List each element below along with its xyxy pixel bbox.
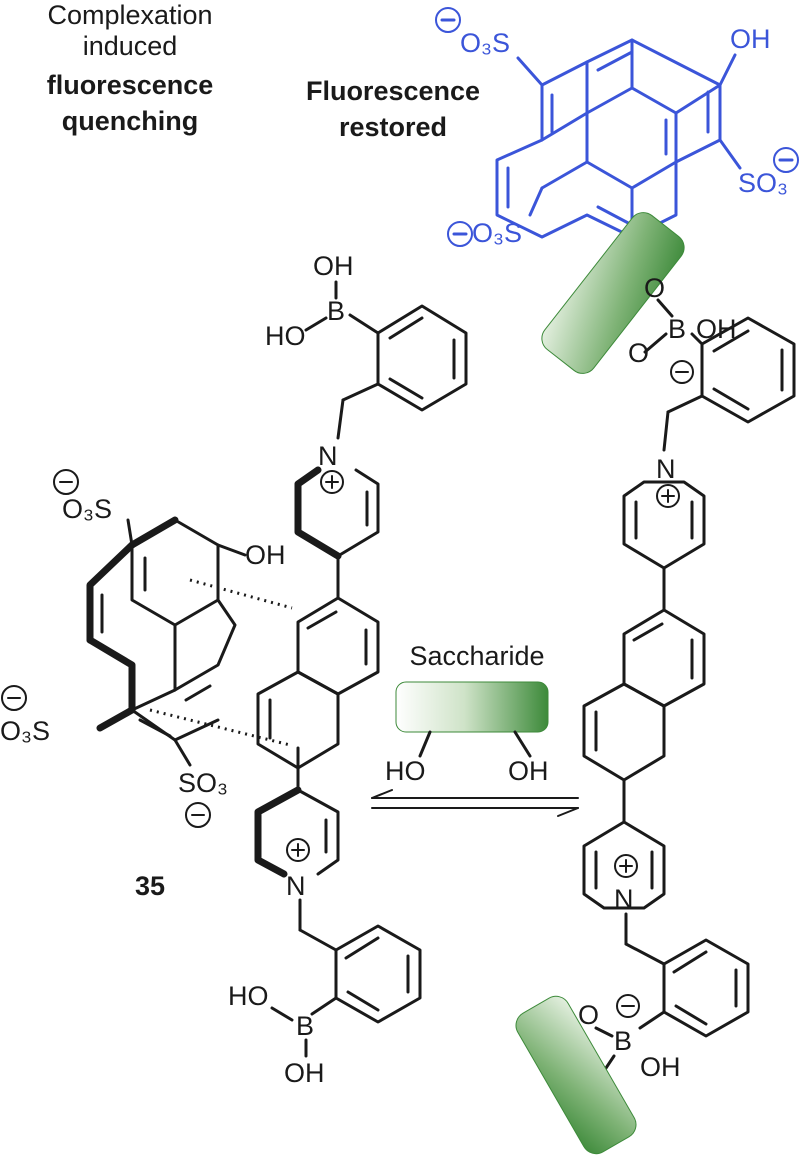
caption-left: Complexation induced fluorescence quench… bbox=[47, 0, 214, 136]
pyranine-so3-right: SO₃ bbox=[738, 168, 788, 198]
boronic-ho-top: HO bbox=[265, 321, 306, 351]
equilibrium-arrows bbox=[371, 789, 579, 817]
caption-fluorescence: fluorescence bbox=[47, 70, 214, 100]
caption-middle: Fluorescence restored bbox=[306, 76, 480, 142]
ester-o-bottom-1: O bbox=[578, 1000, 599, 1030]
saccharide-reagent: Saccharide HO OH bbox=[385, 641, 549, 786]
pyranine-so3-top: O₃S bbox=[460, 28, 510, 58]
caption-fluorescence-restored-2: restored bbox=[339, 112, 447, 142]
free-pyranine: O₃S OH O₃S SO₃ bbox=[435, 7, 799, 248]
complex-pyranine-so3-top: O₃S bbox=[62, 494, 112, 524]
boronate-oh-bottom: OH bbox=[640, 1052, 681, 1082]
complex-35: OH B HO N N bbox=[0, 251, 468, 1088]
saccharide-oh: OH bbox=[508, 756, 549, 786]
boron-right-bottom: B bbox=[614, 1026, 632, 1056]
caption-induced: induced bbox=[83, 31, 178, 61]
ester-o-top-1: O bbox=[644, 273, 665, 303]
boronic-oh-top: OH bbox=[313, 251, 354, 281]
pyranine-so3-bottom: O₃S bbox=[472, 218, 522, 248]
saccharide-shape-bottom bbox=[515, 995, 637, 1155]
saccharide-ho: HO bbox=[385, 756, 426, 786]
compound-number: 35 bbox=[135, 871, 165, 901]
complex-pyranine-so3-bottom: SO₃ bbox=[178, 768, 228, 798]
boron-top: B bbox=[327, 296, 345, 326]
ester-o-top-2: O bbox=[628, 338, 649, 368]
saccharide-label: Saccharide bbox=[409, 641, 544, 671]
caption-fluorescence-restored-1: Fluorescence bbox=[306, 76, 480, 106]
complex-pyranine-oh: OH bbox=[245, 540, 286, 570]
boronic-oh-bottom: OH bbox=[284, 1058, 325, 1088]
boron-right-top: B bbox=[668, 314, 686, 344]
complex-pyranine-so3-left: O₃S bbox=[0, 716, 50, 746]
pyridinium-n-top: N bbox=[318, 441, 338, 471]
saccharide-shape-top bbox=[541, 212, 685, 374]
caption-quenching: quenching bbox=[62, 106, 199, 136]
pyridinium-n-bottom: N bbox=[286, 871, 306, 901]
saccharide-shape bbox=[395, 681, 549, 733]
boronic-ho-bottom: HO bbox=[228, 981, 269, 1011]
boronate-adduct: O B OH O N N bbox=[515, 212, 796, 1155]
pyranine-oh: OH bbox=[730, 24, 771, 54]
adduct-n-bottom: N bbox=[614, 884, 634, 914]
adduct-n-top: N bbox=[656, 454, 676, 484]
boron-bottom: B bbox=[296, 1011, 314, 1041]
caption-complexation: Complexation bbox=[47, 0, 212, 30]
